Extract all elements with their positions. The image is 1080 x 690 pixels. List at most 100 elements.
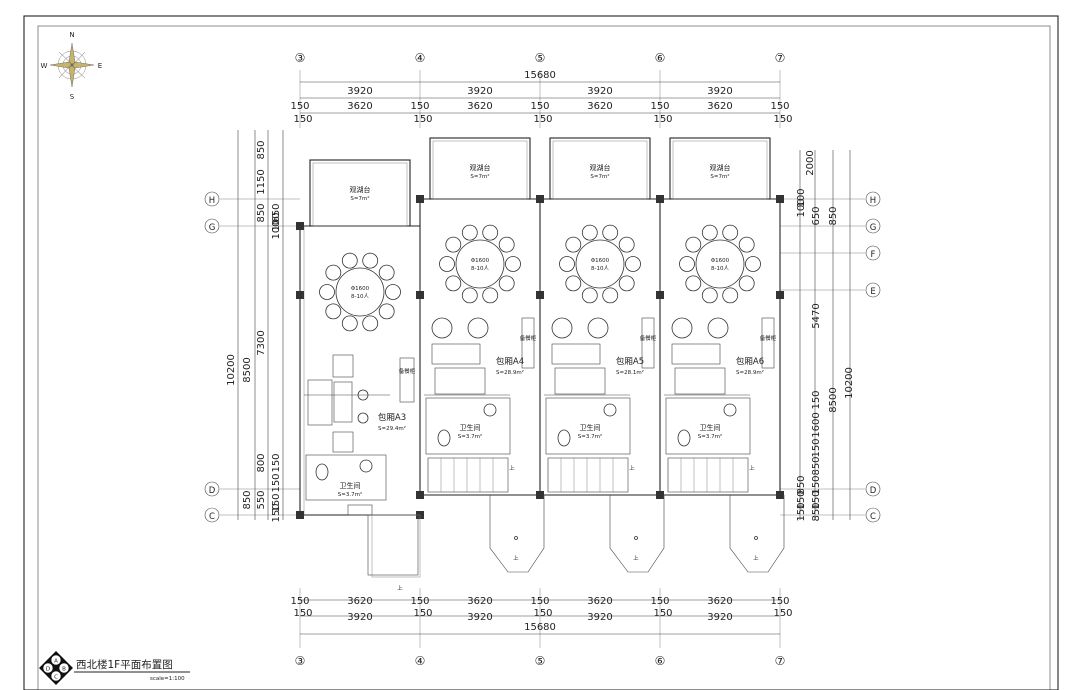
axis-bubble-left — [204, 191, 220, 207]
dining-chair — [325, 264, 342, 281]
wc-label: 卫生间 — [340, 481, 361, 490]
basin — [603, 403, 617, 417]
stair-up-mark: 上 — [749, 464, 755, 472]
dining-chair — [581, 287, 598, 304]
dim-left: 150 — [271, 503, 282, 522]
sheet-border-inner — [37, 25, 1051, 690]
title-symbol-d: D — [46, 667, 50, 673]
dim-right: 150 — [811, 490, 822, 509]
toilet — [557, 429, 571, 447]
dining-chair — [618, 236, 635, 253]
dim-wall-bottom: 150 — [410, 596, 429, 607]
coffee-table — [431, 343, 481, 365]
sofa — [674, 367, 726, 395]
basin — [723, 403, 737, 417]
structural-column — [416, 195, 424, 203]
dining-chair — [362, 315, 379, 332]
dim-wall-top-b: 150 — [653, 114, 672, 125]
compass-s: S — [70, 93, 75, 101]
axis-right-G: G — [870, 223, 877, 233]
dining-chair — [461, 224, 478, 241]
stair-up-mark: 上 — [509, 464, 515, 472]
dining-chair — [565, 236, 582, 253]
dining-chair — [685, 275, 702, 292]
axis-top-4: ④ — [415, 51, 426, 65]
terrace-label: 观湖台 — [350, 185, 371, 194]
axis-bottom-4: ④ — [415, 654, 426, 668]
dim-wall-bottom: 150 — [770, 596, 789, 607]
dim-right: 150 — [811, 390, 822, 409]
basin — [483, 403, 497, 417]
dim-left: 850 — [256, 203, 267, 222]
dim-inner-top: 3620 — [467, 101, 492, 112]
dining-chair — [625, 256, 641, 272]
toilet — [677, 429, 691, 447]
dining-chair — [498, 275, 515, 292]
dining-table — [575, 239, 625, 289]
terrace-inner — [432, 140, 528, 200]
dim-inner-bottom: 3620 — [467, 596, 492, 607]
dim-right: 150 — [796, 502, 807, 521]
dim-left: 150 — [271, 453, 282, 472]
axis-top-5: ⑤ — [535, 51, 546, 65]
axis-right-C: C — [870, 512, 876, 522]
dim-total-top: 15680 — [524, 70, 556, 81]
room-name: 包厢A5 — [616, 356, 644, 367]
dining-chair — [602, 224, 619, 241]
title-symbol-b: B — [62, 667, 66, 673]
bay-porch — [489, 495, 545, 573]
structural-column — [776, 291, 784, 299]
dining-chair — [445, 275, 462, 292]
dim-bay-top: 3920 — [467, 86, 492, 97]
dim-bay-bottom: 3920 — [347, 612, 372, 623]
lounge-chair — [671, 317, 693, 339]
structural-column — [416, 491, 424, 499]
wc-label: 卫生间 — [700, 423, 721, 432]
dim-right: 150 — [796, 490, 807, 509]
porch-post — [754, 536, 758, 540]
dining-chair — [679, 256, 695, 272]
dim-left: 100 — [271, 220, 282, 239]
dim-wall-bottom-b: 150 — [653, 608, 672, 619]
dining-chair — [738, 236, 755, 253]
terrace-label: 观湖台 — [470, 163, 491, 172]
dining-chair — [439, 256, 455, 272]
dim-bay-bottom: 3920 — [707, 612, 732, 623]
serving-cabinet — [521, 317, 535, 369]
dim-left: 650 — [271, 203, 282, 222]
table-capacity: 8-10人 — [471, 265, 489, 272]
coffee-table — [551, 343, 601, 365]
coffee-table — [333, 381, 353, 423]
wc-label: 卫生间 — [580, 423, 601, 432]
dim-wall-bottom: 150 — [290, 596, 309, 607]
dim-right: 850 — [811, 502, 822, 521]
axis-bottom-7: ⑦ — [775, 654, 786, 668]
dim-right-total: 10200 — [844, 367, 855, 399]
dining-chair — [738, 275, 755, 292]
table-size: Φ1600 — [351, 286, 370, 292]
dim-right: 850 — [796, 475, 807, 494]
structural-column — [536, 291, 544, 299]
axis-top-7: ⑦ — [775, 51, 786, 65]
compass-w: W — [41, 62, 48, 70]
dim-inner-bottom: 3620 — [347, 596, 372, 607]
dim-left: 1150 — [256, 169, 267, 194]
axis-bubble-right — [865, 218, 881, 234]
dining-table — [695, 239, 745, 289]
dining-chair — [498, 236, 515, 253]
armchair — [332, 354, 354, 378]
dining-chair — [482, 287, 499, 304]
dining-chair — [445, 236, 462, 253]
axis-bubble-right — [865, 282, 881, 298]
dim-wall-top-b: 150 — [773, 114, 792, 125]
table-capacity: 8-10人 — [351, 293, 369, 300]
axis-bubble-right — [865, 191, 881, 207]
terrace-inner — [312, 162, 408, 227]
compass-n: N — [69, 31, 74, 39]
room-name: 包厢A4 — [496, 356, 524, 367]
porch-post — [514, 536, 518, 540]
axis-bubble-left — [204, 507, 220, 523]
dining-chair — [341, 252, 358, 269]
wc-area: S=3.7m² — [458, 433, 482, 440]
dim-right: 150 — [811, 475, 822, 494]
